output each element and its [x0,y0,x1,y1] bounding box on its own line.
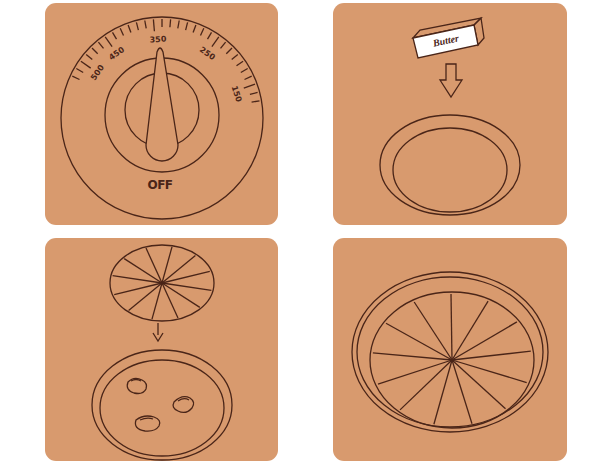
dial-number: 350 [149,36,166,45]
crust-line [400,360,452,410]
dial-tick [161,19,162,27]
dial-tick [221,42,226,48]
dial-tick [76,69,83,73]
dial-off-label: OFF [147,179,172,191]
dial-tick [226,48,232,54]
dial-tick [201,28,204,35]
crust-line [146,248,162,283]
dial-tick [120,28,123,35]
panels [45,3,567,461]
filled-pan [352,272,548,432]
dial-tick [244,84,255,88]
crust-lines [373,294,531,424]
pan-rim-inner [357,277,543,427]
dial-tick [193,25,196,33]
dial-tick [241,69,248,73]
dial-tick [145,21,146,29]
crust-line [452,360,527,383]
butter-piece [178,399,189,401]
crust-line [452,360,472,424]
dial-tick [250,92,258,94]
butter-piece [135,416,159,431]
down-arrow [440,64,462,97]
panel [45,3,278,225]
pan-bottom [100,360,224,456]
dial-tick [169,19,171,27]
crust-and-pan [92,245,232,460]
butter-pieces [127,378,193,431]
butter-piece [131,380,141,382]
dial-tick [86,54,92,59]
dial-tick [105,37,112,47]
panel [45,238,278,461]
crust-line [452,351,531,360]
butter-piece [140,418,153,420]
dial-tick [186,22,188,30]
dial-tick [208,32,212,39]
crust-line [414,302,452,360]
down-arrow [153,323,163,341]
dial-tick [237,61,244,66]
butter-and-pan [380,18,520,215]
dial-tick [92,48,98,54]
dial-pointer [146,48,178,161]
butter-piece [173,397,194,413]
crust-line [113,276,162,283]
crust-line [162,247,172,283]
pan-rim [352,272,548,432]
dial-tick [153,19,154,31]
crust-line [162,283,211,290]
dial-tick [81,61,91,68]
crust-line [452,301,488,360]
butter-piece [127,378,146,393]
dial-tick [98,42,103,48]
crust-line [434,360,452,424]
crust-line [378,360,452,384]
crust-line [162,283,178,318]
crust-line [162,271,210,283]
crust-line [386,323,452,360]
dial-tick [212,37,219,47]
pan-rim [92,350,232,460]
crust-top [370,292,534,428]
dial-tick [128,25,131,33]
butter-box-front [413,25,478,58]
dial-rim [61,17,263,219]
dial-tick [113,32,117,39]
panel [333,238,567,461]
crust-lines [113,247,212,319]
dial-tick [245,76,252,79]
dial-tick [232,54,238,59]
crust-line [152,283,162,319]
dial-tick [178,21,179,29]
pan-rim [380,115,520,215]
dial-tick [252,101,260,102]
oven-dial [61,17,263,219]
crust-line [114,283,162,295]
panel [333,3,567,225]
crust-line [451,294,452,360]
pan-bottom [393,128,507,212]
crust-disc [110,245,214,321]
dial-tick [136,22,138,30]
dial-tick [72,76,79,79]
